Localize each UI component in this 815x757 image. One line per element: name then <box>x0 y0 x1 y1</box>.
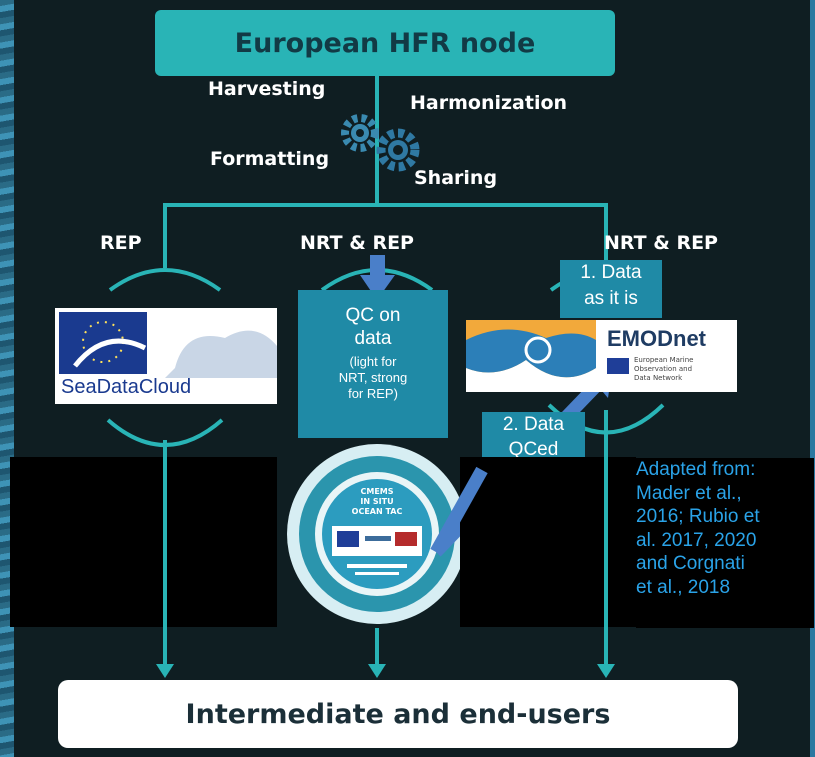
down-arrow-left <box>156 664 174 678</box>
branch-label-middle: NRT & REP <box>300 232 414 254</box>
qc-line-1: QC on <box>345 305 401 326</box>
data1-line-2: as it is <box>584 288 638 309</box>
attribution-line-5: and Corgnati <box>636 553 745 575</box>
qc-sub-3: for REP) <box>348 386 398 401</box>
right-edge-decoration <box>810 0 815 757</box>
qc-line-2: data <box>354 328 392 349</box>
qc-sub-1: (light for <box>349 354 397 369</box>
process-formatting: Formatting <box>210 148 330 170</box>
emodnet-logo: EMODnet European Marine Observation and … <box>466 320 737 392</box>
emodnet-sub-1: European Marine <box>634 356 694 364</box>
emodnet-sub-2: Observation and <box>634 365 693 373</box>
attribution-line-4: al. 2017, 2020 <box>636 529 757 551</box>
qced-arrow-front <box>430 466 488 556</box>
eu-flag-icon <box>607 358 629 374</box>
attribution-text: Adapted from: Mader et al., 2016; Rubio … <box>636 458 814 628</box>
attribution-line-2: Mader et al., <box>636 482 742 504</box>
emodnet-graphic <box>466 320 596 378</box>
branch-label-left: REP <box>100 232 142 254</box>
qc-arrow-head <box>360 275 395 300</box>
redaction-block-left <box>10 457 277 627</box>
process-harvesting: Harvesting <box>208 78 326 100</box>
seadatacloud-graphic <box>59 312 277 378</box>
data2-line-1: 2. Data <box>502 414 565 435</box>
emodnet-sub-3: Data Network <box>634 374 683 382</box>
end-users-box: Intermediate and end-users <box>58 680 738 748</box>
data1-line-1: 1. Data <box>580 262 642 283</box>
gear-icon <box>341 114 379 152</box>
process-harmonization: Harmonization <box>410 92 568 114</box>
down-arrow-middle <box>368 664 386 678</box>
branch-label-right: NRT & REP <box>604 232 718 254</box>
gear-icon <box>376 128 420 172</box>
process-sharing: Sharing <box>414 167 498 189</box>
cmems-line-2: IN SITU <box>360 497 394 506</box>
seadatacloud-logo: SeaDataCloud <box>55 308 277 404</box>
cmems-logo <box>287 444 467 624</box>
data-as-it-is-box: 1. Data as it is <box>560 260 662 318</box>
european-hfr-node: European HFR node <box>155 10 615 76</box>
attribution-line-6: et al., 2018 <box>636 576 731 598</box>
redaction-block-right <box>636 458 814 628</box>
arc-top-left <box>108 268 222 292</box>
attribution-line-3: 2016; Rubio et <box>636 506 760 528</box>
down-arrow-right <box>597 664 615 678</box>
cmems-text: CMEMS IN SITU OCEAN TAC <box>347 487 407 517</box>
cmems-line-3: OCEAN TAC <box>351 507 403 516</box>
seadatacloud-label: SeaDataCloud <box>61 376 192 398</box>
emodnet-label: EMODnet <box>607 326 706 351</box>
qc-sub-2: NRT, strong <box>338 370 408 385</box>
attribution-line-1: Adapted from: <box>636 459 756 480</box>
qc-arrow-shaft <box>370 255 385 277</box>
cmems-line-1: CMEMS <box>360 487 394 496</box>
data2-line-2: QCed <box>508 439 559 460</box>
qc-on-data-box: QC on data (light for NRT, strong for RE… <box>298 290 448 438</box>
